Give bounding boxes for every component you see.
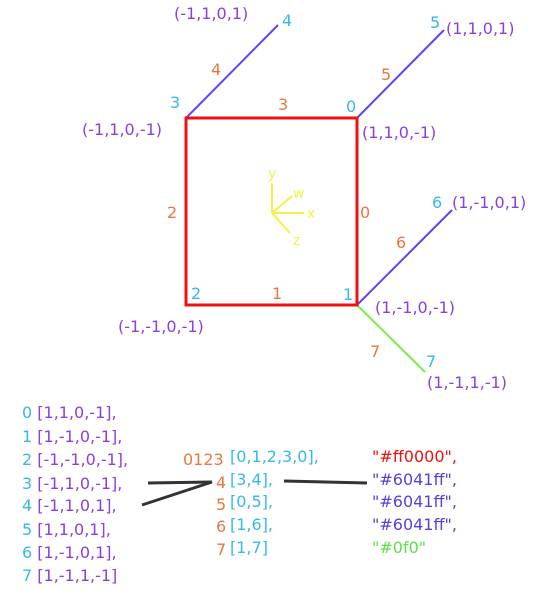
edge-id-labels: 0 1 2 3 4 5 6 7 — [167, 60, 406, 361]
vertex-list-index: 7 — [22, 566, 37, 585]
vertex-id-labels: 0 1 2 3 4 5 6 7 — [170, 11, 442, 371]
edge-6-line — [356, 209, 453, 306]
edge-id-2: 2 — [167, 203, 177, 222]
edge-def-4: [1,7] — [230, 538, 268, 557]
vertex-id-5: 5 — [430, 13, 440, 32]
list-item: 6 [1,-1,0,1], — [22, 543, 117, 562]
vertex-id-3: 3 — [170, 93, 180, 112]
edge-def-3: [1,6], — [230, 515, 273, 534]
edge-loop-0123 — [184, 116, 359, 307]
vertex-list-coords: [1,1,0,1], — [37, 520, 111, 539]
edge-prefix-0: 0123 — [183, 450, 224, 469]
edge-id-4: 4 — [211, 60, 221, 79]
edge-5-line — [356, 29, 445, 119]
list-item: 5 [1,1,0,1], — [22, 520, 111, 539]
edge-color-4: "#0f0" — [372, 538, 426, 557]
edge-definitions: 0123 4 5 6 7 [0,1,2,3,0], [3,4], [0,5], … — [183, 447, 457, 559]
edge-4-line — [185, 24, 279, 119]
vertex-list-entry-1: 1 [1,-1,0,-1], — [22, 427, 122, 446]
vertex-coord-1: (1,-1,0,-1) — [375, 298, 455, 317]
vertex-coord-0: (1,1,0,-1) — [362, 123, 436, 142]
vertex-coord-3: (-1,1,0,-1) — [82, 120, 162, 139]
vertex-list-coords: [1,-1,0,1], — [37, 543, 116, 562]
vertex-coord-2: (-1,-1,0,-1) — [118, 317, 204, 336]
list-item: 0 [1,1,0,-1], — [22, 403, 117, 422]
axis-y-label: y — [268, 166, 276, 182]
vertex-coord-4: (-1,1,0,1) — [174, 4, 248, 23]
list-item: 4 [-1,1,0,1], — [22, 496, 117, 515]
vertex-list-index: 1 — [22, 427, 37, 446]
edge-def-0: [0,1,2,3,0], — [230, 447, 319, 466]
list-item: 7 [1,-1,1,-1] — [22, 566, 117, 585]
edge-id-6: 6 — [396, 233, 406, 252]
vertex-list-index: 2 — [22, 450, 37, 469]
edge-prefix-4: 7 — [216, 540, 226, 559]
edge-id-7: 7 — [370, 342, 380, 361]
list-item: 1 [1,-1,0,-1], — [22, 427, 122, 446]
connector-vertex4-to-edge4 — [141, 480, 213, 507]
vertex-list-entry-4: 4 [-1,1,0,1], — [22, 496, 117, 515]
edge-color-2: "#6041ff", — [372, 492, 457, 511]
vertex-list-index: 6 — [22, 543, 37, 562]
edge-id-1: 1 — [272, 284, 282, 303]
edge-prefix-3: 6 — [216, 517, 226, 536]
edge-def-2: [0,5], — [230, 492, 273, 511]
edge-7-line — [356, 304, 426, 373]
axis-w-label: w — [293, 186, 304, 202]
vertex-list-index: 0 — [22, 403, 37, 422]
vertex-list-coords: [1,-1,0,-1], — [37, 427, 122, 446]
axis-w-line — [271, 195, 293, 214]
vertex-list-entry-5: 5 [1,1,0,1], — [22, 520, 111, 539]
edge-id-0: 0 — [360, 203, 370, 222]
axis-z-line — [271, 212, 291, 234]
vertex-coord-labels: (1,1,0,-1) (1,-1,0,-1) (-1,-1,0,-1) (-1,… — [82, 4, 526, 392]
edge-color-0: "#ff0000", — [372, 447, 457, 466]
connector-edge4-to-color — [283, 479, 368, 485]
vertex-list-index: 3 — [22, 474, 37, 493]
vertex-list-entry-6: 6 [1,-1,0,1], — [22, 543, 117, 562]
edge-prefix-2: 5 — [216, 495, 226, 514]
edge-id-3: 3 — [278, 95, 288, 114]
vertex-id-7: 7 — [426, 352, 436, 371]
vertex-list-index: 4 — [22, 496, 37, 515]
edge-def-1: [3,4], — [230, 470, 273, 489]
vertex-list-entry-3: 3 [-1,1,0,-1], — [22, 474, 122, 493]
axis-gizmo: y w x z — [268, 166, 315, 249]
vertex-list-coords: [-1,1,0,1], — [37, 496, 116, 515]
vertex-list-coords: [1,-1,1,-1] — [37, 566, 117, 585]
vertex-id-0: 0 — [346, 97, 356, 116]
edge-id-5: 5 — [381, 65, 391, 84]
diagram-edges — [184, 24, 453, 373]
vertex-id-4: 4 — [282, 11, 292, 30]
vertex-coord-6: (1,-1,0,1) — [452, 193, 526, 212]
vertex-id-2: 2 — [191, 284, 201, 303]
vertex-list-coords: [-1,-1,0,-1], — [37, 450, 128, 469]
vertex-id-1: 1 — [343, 285, 353, 304]
connector-vertex3-to-edge4 — [147, 480, 213, 485]
vertex-coord-7: (1,-1,1,-1) — [427, 373, 507, 392]
axis-x-label: x — [307, 206, 315, 222]
vertex-list: 0 [1,1,0,-1], 1 [1,-1,0,-1], 2 [-1,-1,0,… — [22, 403, 128, 585]
edge-color-1: "#6041ff", — [372, 470, 457, 489]
vertex-list-index: 5 — [22, 520, 37, 539]
vertex-list-coords: [-1,1,0,-1], — [37, 474, 122, 493]
vertex-list-entry-2: 2 [-1,-1,0,-1], — [22, 450, 128, 469]
edge-prefix-1: 4 — [216, 473, 226, 492]
list-item: 3 [-1,1,0,-1], — [22, 474, 122, 493]
vertex-list-coords: [1,1,0,-1], — [37, 403, 116, 422]
vertex-coord-5: (1,1,0,1) — [446, 19, 514, 38]
vertex-list-entry-7: 7 [1,-1,1,-1] — [22, 566, 117, 585]
axis-z-label: z — [293, 233, 300, 249]
edge-color-3: "#6041ff", — [372, 515, 457, 534]
list-item: 2 [-1,-1,0,-1], — [22, 450, 128, 469]
connector-lines — [141, 479, 368, 507]
vertex-id-6: 6 — [432, 193, 442, 212]
vertex-list-entry-0: 0 [1,1,0,-1], — [22, 403, 117, 422]
